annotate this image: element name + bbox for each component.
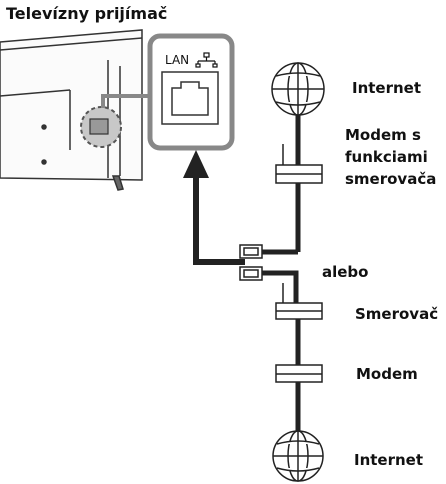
lan-port-closeup xyxy=(147,33,235,151)
globe-icon xyxy=(271,62,325,116)
lan-connector-icon xyxy=(239,244,263,281)
modem-router-line-2: funkciami xyxy=(345,148,428,166)
modem-router-label: Modem s funkciami smerovača xyxy=(345,124,436,190)
router-label: Smerovač xyxy=(355,305,439,323)
internet-bottom-label: Internet xyxy=(354,451,424,469)
tv-title: Televízny prijímač xyxy=(6,4,168,23)
tv-port-location xyxy=(80,94,150,148)
arrow-up-icon xyxy=(183,150,245,265)
router-icon xyxy=(275,283,323,320)
modem-router-line-1: Modem s xyxy=(345,126,421,144)
internet-top-label: Internet xyxy=(352,79,422,97)
modem-router-line-3: smerovača xyxy=(345,170,437,188)
router-icon xyxy=(275,144,323,184)
tv-back-panel xyxy=(0,29,143,191)
modem-label: Modem xyxy=(356,365,418,383)
or-label: alebo xyxy=(322,263,369,281)
globe-icon xyxy=(272,430,324,482)
lan-port-label: LAN xyxy=(165,53,190,67)
network-icon xyxy=(195,52,218,68)
modem-icon xyxy=(275,364,323,383)
